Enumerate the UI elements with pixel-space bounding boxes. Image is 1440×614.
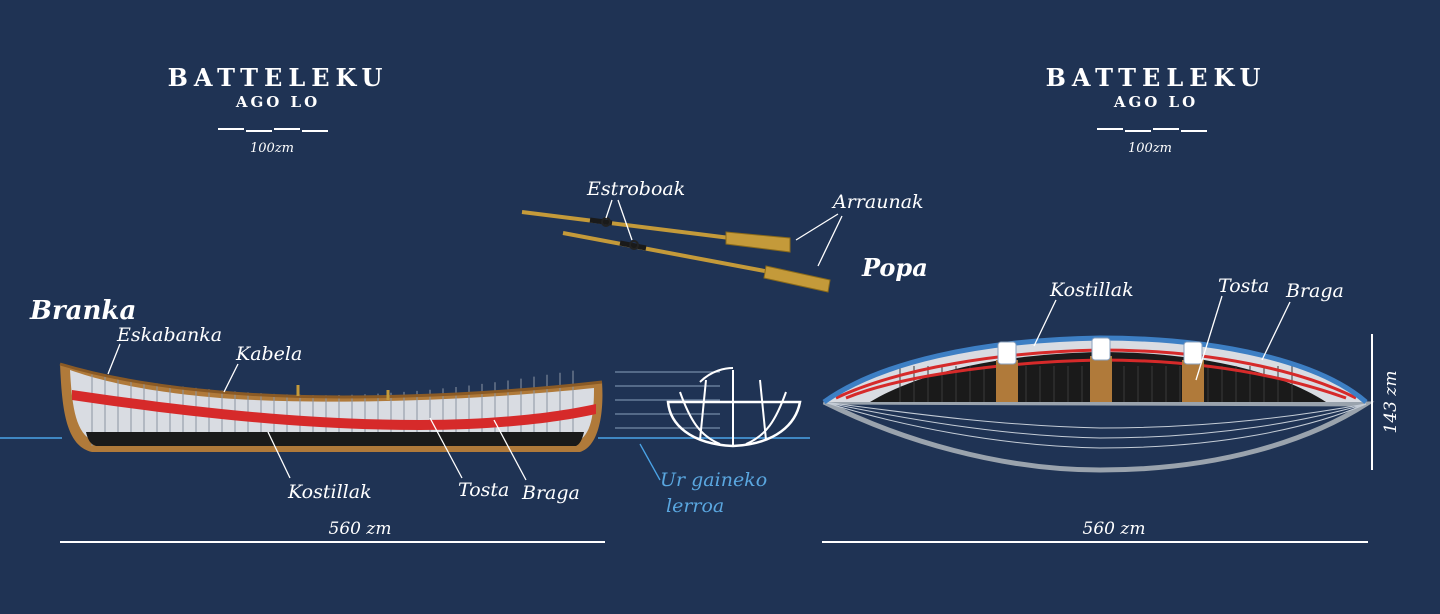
label-tosta-left: Tosta	[458, 479, 509, 501]
leader-arraunak	[795, 213, 843, 267]
section-grid	[615, 371, 720, 429]
keel-band	[86, 432, 584, 446]
height-label: 143 zm	[1381, 371, 1401, 434]
right-scale-bar	[1097, 128, 1207, 132]
leader-kostillak-left	[267, 431, 291, 479]
label-arraunak: Arraunak	[831, 191, 924, 213]
right-subtitle: AGO LO	[1113, 93, 1198, 111]
side-view-boat	[59, 362, 603, 452]
left-scale-label: 100zm	[250, 141, 294, 156]
left-title-block: BATTELEKU AGO LO 100zm	[168, 63, 389, 156]
leader-kabela	[223, 363, 239, 393]
leader-estroboak	[605, 199, 633, 241]
label-waterline-1: Ur gaineko	[660, 469, 767, 491]
left-title: BATTELEKU	[168, 63, 389, 92]
label-branka: Branka	[29, 296, 136, 326]
left-length-label: 560 zm	[329, 519, 392, 539]
label-kostillak-right: Kostillak	[1049, 279, 1134, 301]
left-scale-bar	[218, 128, 328, 132]
label-kostillak-left: Kostillak	[287, 481, 372, 503]
leader-braga-right	[1261, 301, 1291, 361]
oarlock-ring	[629, 240, 639, 250]
oar-shaft	[562, 231, 771, 274]
kabela-rail	[59, 362, 603, 399]
leader-kostillak-right	[1033, 299, 1057, 347]
top-hull-lines	[823, 401, 1367, 449]
right-scale-label: 100zm	[1128, 141, 1172, 156]
label-estroboak: Estroboak	[586, 178, 685, 200]
leader-tosta-right	[1195, 295, 1223, 381]
cross-section	[615, 367, 802, 448]
thwart	[996, 360, 1018, 402]
oar-grip	[619, 240, 647, 251]
oar-shaft	[521, 210, 731, 240]
thole-block	[1091, 337, 1111, 361]
label-braga-left: Braga	[521, 482, 580, 504]
left-subtitle: AGO LO	[235, 93, 320, 111]
right-title-block: BATTELEKU AGO LO 100zm	[1046, 63, 1267, 156]
oars	[521, 210, 831, 293]
braga-stripe	[72, 390, 596, 430]
oar-blade	[763, 265, 831, 293]
leader-tosta-left	[429, 417, 463, 479]
oar-blade	[725, 231, 791, 253]
leader-waterline	[639, 443, 661, 481]
label-braga-right: Braga	[1285, 280, 1344, 302]
leader-braga-left	[493, 419, 527, 481]
thole-block	[997, 341, 1017, 365]
label-popa: Popa	[861, 253, 928, 282]
top-view-boat	[822, 335, 1375, 473]
label-waterline-2: lerroa	[666, 495, 724, 517]
right-length-label: 560 zm	[1083, 519, 1146, 539]
thwart	[1090, 356, 1112, 402]
section-frames	[679, 367, 787, 446]
oar-grip	[589, 217, 613, 226]
label-eskabanka: Eskabanka	[116, 324, 222, 346]
thole-block	[1183, 341, 1203, 365]
label-kabela: Kabela	[235, 343, 302, 365]
leader-eskabanka	[107, 343, 121, 375]
label-tosta-right: Tosta	[1218, 275, 1269, 297]
right-title: BATTELEKU	[1046, 63, 1267, 92]
